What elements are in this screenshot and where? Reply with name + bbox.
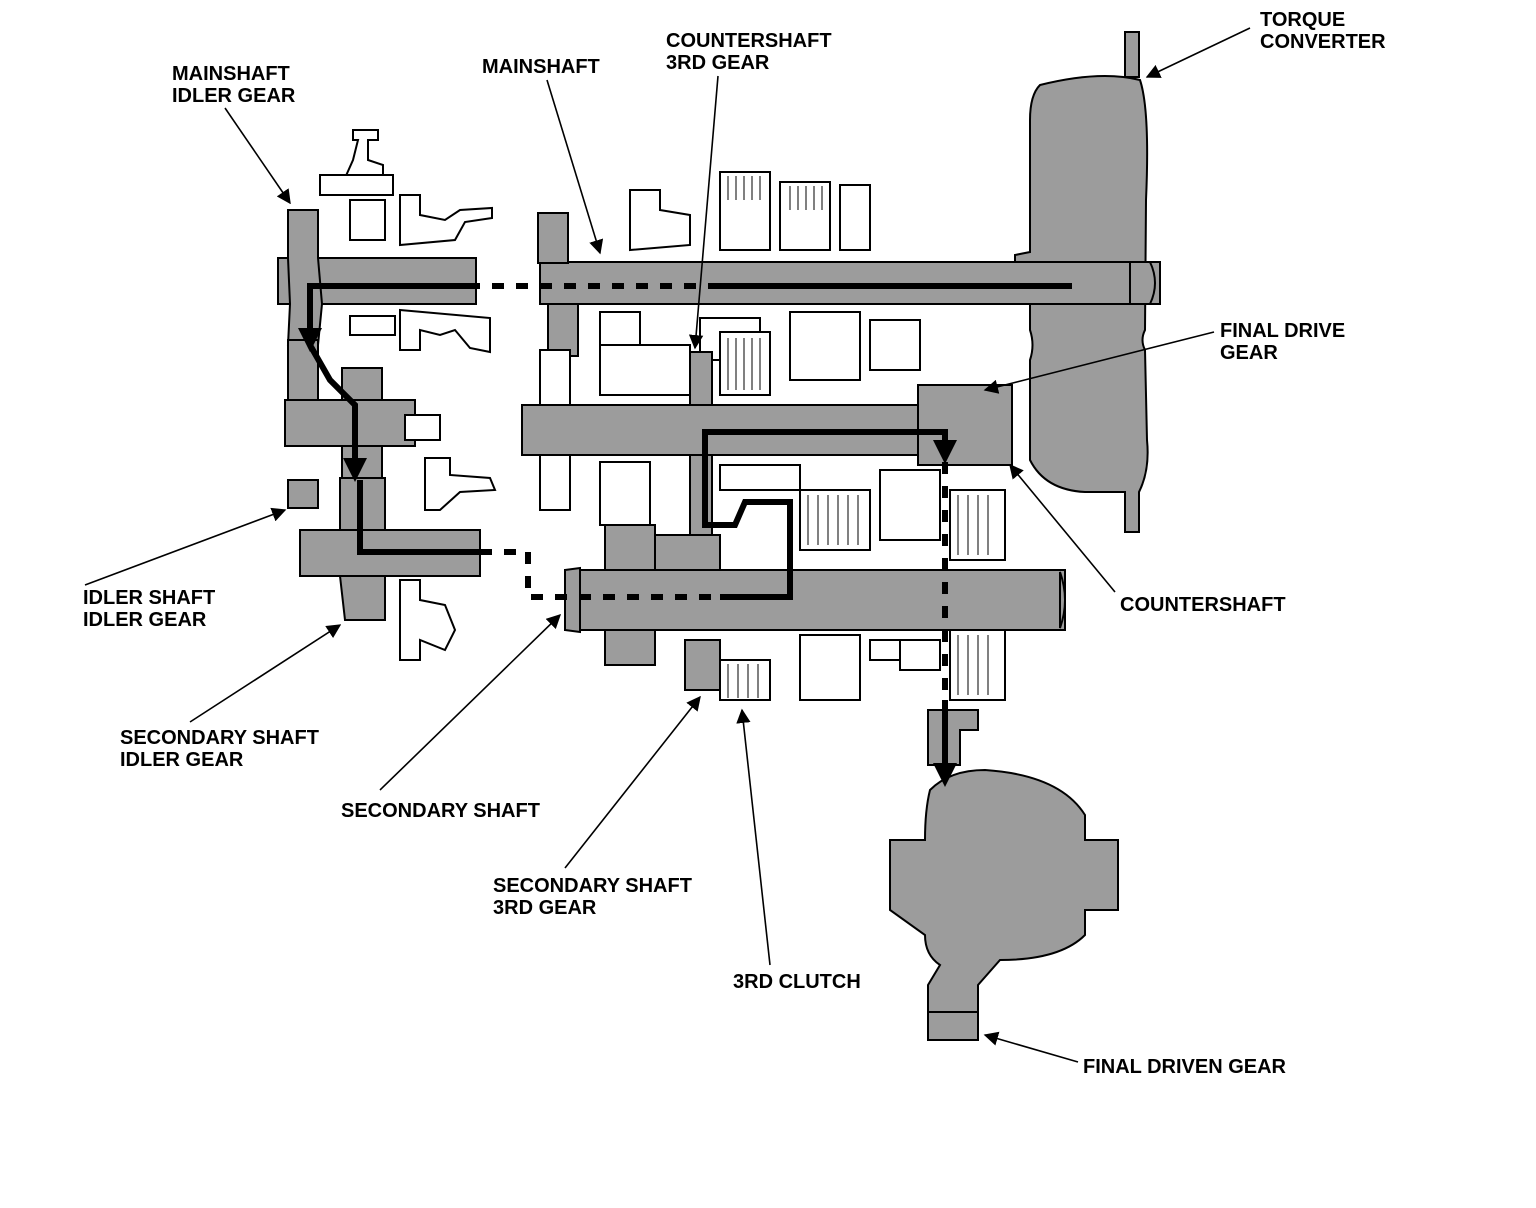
mainshaft-upper-gears <box>319 129 871 252</box>
leader-lines <box>84 27 1251 1063</box>
label-secondary-shaft-3rd-gear: SECONDARY SHAFT 3RD GEAR <box>493 875 697 919</box>
power-flow-path <box>298 283 1072 787</box>
label-mainshaft: MAINSHAFT <box>482 56 600 78</box>
secondary-shaft-white-gears <box>399 579 941 701</box>
idler-shaft-white-gears <box>404 414 497 511</box>
label-3rd-clutch: 3RD CLUTCH <box>733 971 861 993</box>
differential-assembly <box>889 709 1119 1041</box>
label-torque-converter: TORQUE CONVERTER <box>1260 9 1386 53</box>
label-mainshaft-idler-gear: MAINSHAFT IDLER GEAR <box>172 63 296 107</box>
label-final-driven-gear: FINAL DRIVEN GEAR <box>1083 1056 1287 1078</box>
secondary-shaft-gears-part <box>604 524 721 691</box>
label-final-drive-gear: FINAL DRIVE GEAR <box>1220 320 1351 364</box>
mainshaft-idler-gear-part <box>286 209 579 357</box>
secondary-shaft <box>299 477 1066 634</box>
countershaft-splines <box>727 338 989 698</box>
mainshaft <box>277 257 1161 305</box>
label-idler-shaft-idler-gear: IDLER SHAFT IDLER GEAR <box>83 587 221 631</box>
label-countershaft: COUNTERSHAFT <box>1120 594 1286 616</box>
label-countershaft-3rd-gear: COUNTERSHAFT 3RD GEAR <box>666 30 837 74</box>
label-secondary-shaft: SECONDARY SHAFT <box>341 800 540 822</box>
mainshaft-splines <box>727 176 823 210</box>
label-secondary-shaft-idler-gear: SECONDARY SHAFT IDLER GEAR <box>120 727 324 771</box>
